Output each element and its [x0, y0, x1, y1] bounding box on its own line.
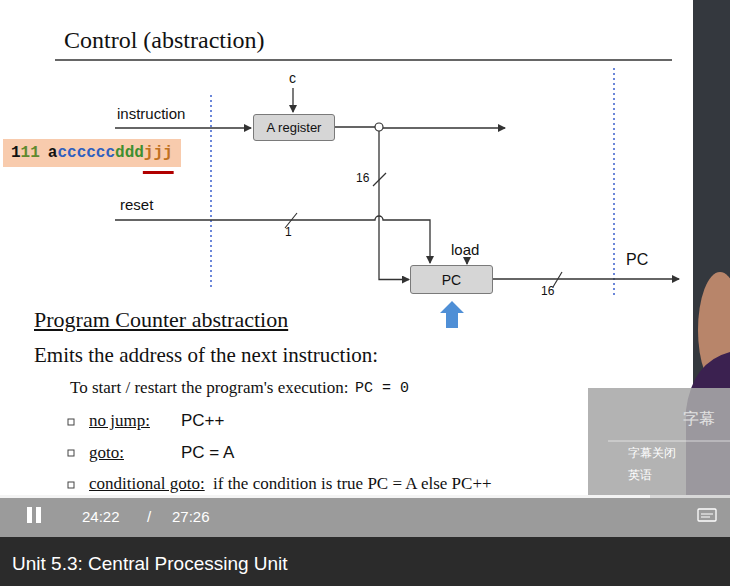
- control-wire: [292, 88, 293, 112]
- data-wire: [335, 127, 409, 280]
- time-separator: /: [147, 508, 151, 525]
- boundary-line: [210, 95, 212, 290]
- bullet-text: if the condition is true PC = A else PC+…: [213, 474, 492, 494]
- signal-name: instruction: [117, 105, 185, 122]
- instruction-wire: [115, 127, 251, 128]
- time-current: 24:22: [82, 508, 120, 525]
- signal-name: reset: [120, 196, 153, 213]
- bullet-square: [68, 419, 74, 425]
- title-rule: [55, 59, 672, 61]
- load-wire: [466, 257, 467, 264]
- code-text: PC = A: [181, 443, 234, 463]
- bit-field: cccccc: [57, 144, 115, 162]
- menu-item: 英语: [628, 469, 652, 483]
- caption-icon: [701, 514, 713, 515]
- section-text: To start / restart the program's executi…: [70, 378, 349, 398]
- bullet-square: [68, 482, 74, 488]
- title-bar: [0, 537, 730, 586]
- box-label: A register: [267, 120, 322, 135]
- caption-icon: [698, 509, 716, 521]
- slide-title: Control (abstraction): [64, 27, 265, 55]
- menu-label: 字幕: [683, 410, 715, 428]
- video-title: Unit 5.3: Central Processing Unit: [12, 553, 288, 575]
- section-heading: Program Counter abstraction: [34, 307, 288, 332]
- caption-icon: [701, 517, 710, 518]
- reset-wire: [115, 216, 430, 263]
- boundary-line: [613, 68, 615, 297]
- box-label: PC: [442, 272, 461, 288]
- code-text: PC++: [181, 411, 224, 431]
- pause-icon: [27, 507, 32, 523]
- register-box: A register: [253, 114, 335, 141]
- bus-width: 16: [356, 172, 369, 186]
- signal-name: load: [451, 241, 479, 258]
- pause-icon: [36, 507, 41, 523]
- menu-separator: [608, 441, 730, 442]
- control-bar: [0, 498, 730, 537]
- bullet-term: conditional goto:: [89, 474, 205, 494]
- subtitle-menu: [588, 388, 730, 497]
- bullet-term: no jump:: [89, 411, 150, 431]
- bus-width: 1: [285, 226, 292, 240]
- bullet-square: [68, 450, 74, 456]
- pc-output-wire: [493, 278, 679, 279]
- time-total: 27:26: [172, 508, 210, 525]
- bit-field: 11: [21, 144, 40, 162]
- progress-played: [0, 495, 650, 498]
- signal-name: PC: [626, 251, 648, 269]
- menu-item: 字幕关闭: [628, 447, 676, 461]
- junction-dot: [375, 123, 383, 131]
- counter-box: PC: [410, 265, 493, 294]
- highlight-underline: [143, 171, 174, 174]
- signal-name: c: [289, 70, 296, 86]
- output-wire: [383, 127, 505, 128]
- instruction-bits: 111 accccccdddjjj: [3, 139, 181, 167]
- progress-track: [0, 495, 730, 498]
- bit-field: jjj: [144, 144, 173, 162]
- bit-field: 1: [11, 144, 21, 162]
- bus-width: 16: [541, 285, 554, 299]
- section-text: Emits the address of the next instructio…: [34, 343, 378, 367]
- pointer-arrow: [440, 301, 464, 328]
- bit-field: a: [48, 144, 58, 162]
- bullet-term: goto:: [89, 443, 124, 463]
- code-text: PC = 0: [355, 380, 409, 397]
- bit-field: ddd: [115, 144, 144, 162]
